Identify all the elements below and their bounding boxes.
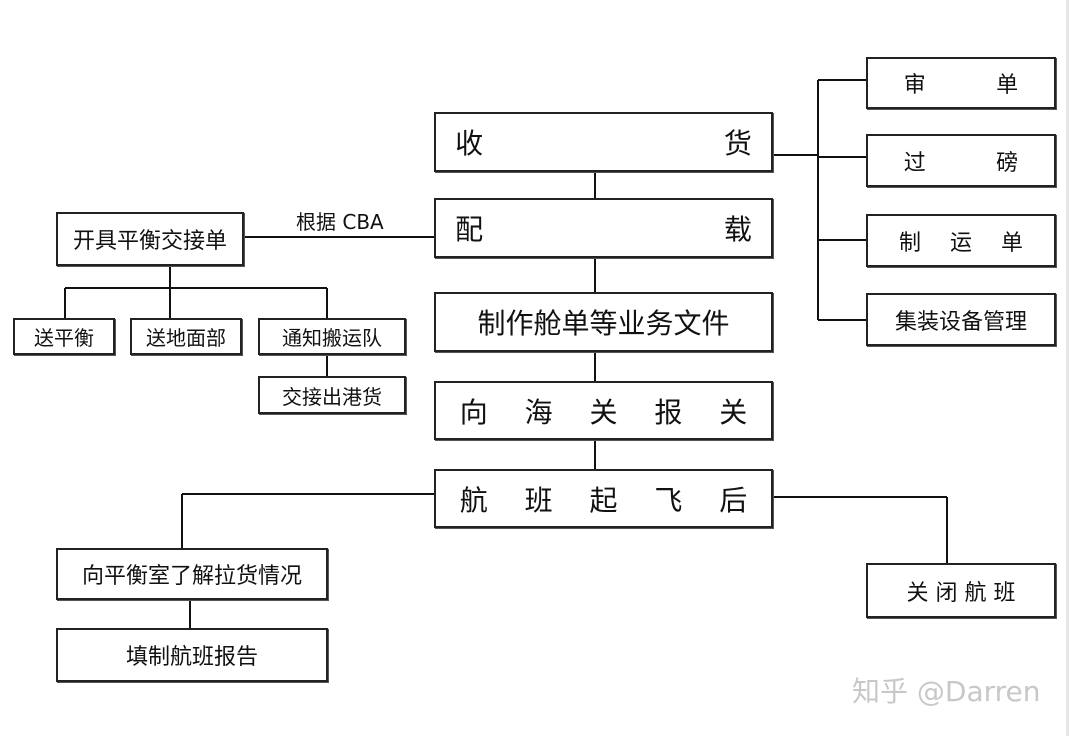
node-report: 填制航班报告 [56,628,328,682]
node-receive: 收 货 [434,112,773,172]
node-customs: 向 海 关 报 关 [434,381,773,440]
node-review-label: 审 单 [903,73,1043,98]
node-send-ground-label: 送地面部 [146,326,226,350]
node-customs-label: 向 海 关 报 关 [459,395,762,429]
watermark: 知乎 @Darren [852,675,1041,708]
node-notify-team: 通知搬运队 [258,318,406,355]
edge-label-cba: 根据 CBA [296,210,384,234]
node-docs-label: 制作舱单等业务文件 [477,307,730,340]
node-review: 审 单 [866,57,1056,109]
node-close: 关 闭 航 班 [866,563,1056,618]
node-notify-team-label: 通知搬运队 [282,326,382,350]
node-stowage: 配 载 [434,198,773,258]
node-report-label: 填制航班报告 [125,645,258,670]
node-inquire: 向平衡室了解拉货情况 [56,548,328,600]
node-balance-sheet-label: 开具平衡交接单 [72,229,227,254]
node-docs: 制作舱单等业务文件 [434,292,773,352]
node-send-balance-label: 送平衡 [34,326,94,350]
node-inquire-label: 向平衡室了解拉货情况 [81,564,302,589]
node-send-ground: 送地面部 [130,318,242,355]
node-close-label: 关 闭 航 班 [906,580,1016,606]
node-receive-label: 收 货 [455,127,814,160]
node-weigh-label: 过 磅 [903,150,1043,176]
node-waybill: 制 运 单 [866,214,1056,267]
node-send-balance: 送平衡 [13,318,115,355]
node-container: 集装设备管理 [866,293,1056,346]
node-takeoff-label: 航 班 起 飞 后 [459,483,762,517]
edge-divider [1066,0,1069,736]
node-weigh: 过 磅 [866,134,1056,187]
node-handover-label: 交接出港货 [282,384,382,409]
node-handover: 交接出港货 [258,376,406,414]
node-waybill-label: 制 运 单 [899,230,1034,256]
node-balance-sheet: 开具平衡交接单 [56,212,244,266]
node-stowage-label: 配 载 [455,213,814,246]
node-takeoff: 航 班 起 飞 后 [434,469,773,528]
node-container-label: 集装设备管理 [894,309,1027,335]
